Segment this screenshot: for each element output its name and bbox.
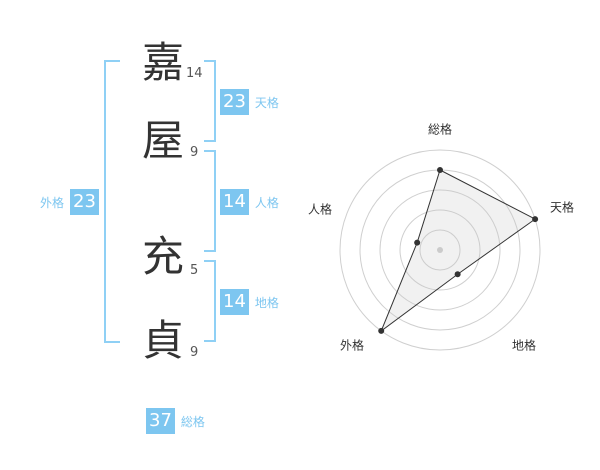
radar-area — [380, 169, 537, 333]
chikaku-label: 地格 — [254, 295, 279, 310]
radar-axis-label-1: 総格 — [428, 122, 452, 137]
radar-axis-label-5: 人格 — [308, 202, 332, 217]
radar-center-dot — [437, 247, 443, 253]
jinkaku-badge: 14 人格 — [220, 189, 279, 215]
stroke-count-2: 9 — [190, 145, 199, 160]
radar-ring-5 — [339, 149, 541, 351]
radar-point-2 — [532, 216, 539, 223]
radar-ring-2 — [399, 209, 481, 291]
radar-point-3 — [454, 271, 461, 278]
radar-point-5 — [414, 239, 421, 246]
gaikaku-value: 23 — [70, 189, 99, 215]
tenkaku-value: 23 — [220, 89, 249, 115]
jinkaku-value: 14 — [220, 189, 249, 215]
radar-ring-1 — [419, 229, 461, 271]
radar-point-4 — [378, 327, 385, 334]
gaikaku-badge: 外格 23 — [40, 189, 99, 215]
jinkaku-label: 人格 — [254, 195, 279, 210]
chikaku-bracket — [204, 260, 216, 342]
chikaku-badge: 14 地格 — [220, 289, 279, 315]
radar-ring-3 — [379, 189, 501, 311]
radar-axis-label-3: 地格 — [512, 338, 536, 353]
stroke-count-1: 14 — [186, 66, 203, 81]
tenkaku-badge: 23 天格 — [220, 89, 279, 115]
gaikaku-bracket — [104, 60, 120, 343]
tenkaku-label: 天格 — [254, 95, 279, 110]
name-char-2: 屋 — [142, 116, 185, 165]
soukaku-label: 総格 — [180, 414, 205, 429]
gaikaku-label: 外格 — [40, 195, 65, 210]
chikaku-value: 14 — [220, 289, 249, 315]
stroke-count-3: 5 — [190, 263, 199, 278]
name-char-1: 嘉 — [142, 38, 185, 87]
soukaku-badge: 37 総格 — [146, 408, 205, 434]
name-char-4: 貞 — [142, 316, 185, 365]
radar-point-1 — [437, 167, 443, 173]
tenkaku-bracket — [204, 60, 216, 142]
stroke-count-4: 9 — [190, 345, 199, 360]
name-char-3: 充 — [142, 232, 185, 281]
radar-axis-label-2: 天格 — [550, 200, 574, 215]
soukaku-value: 37 — [146, 408, 175, 434]
jinkaku-bracket — [204, 150, 216, 252]
radar-axis-label-4: 外格 — [340, 338, 364, 353]
